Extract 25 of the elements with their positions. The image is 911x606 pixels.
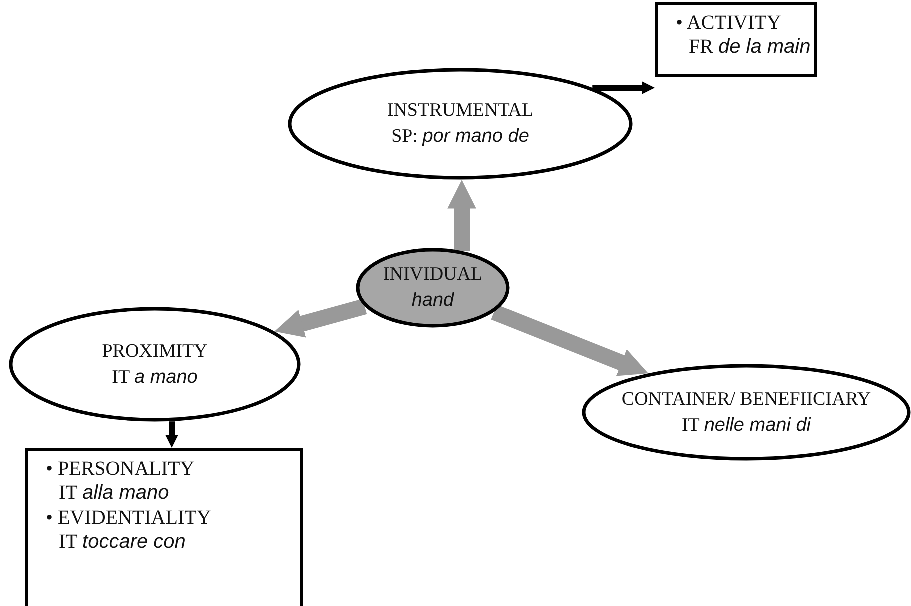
example-text: IT toccare con [58,530,186,555]
example-text: IT alla mano [58,481,170,506]
concept-ellipse [288,68,633,180]
concept-label: PROXIMITY [102,340,208,364]
bullet-item: • EVIDENTIALITY [46,506,212,530]
bullet-item: • ACTIVITY [676,11,782,36]
bullet-item: • PERSONALITY [46,457,195,482]
example-text: FR de la main [688,35,811,60]
concept-ellipse [9,307,301,422]
concept-ellipse [582,364,911,461]
example-text: IT nelle mani di [682,414,811,438]
concept-label: CONTAINER/ BENEFIICIARY [622,388,872,412]
arrow [448,180,476,251]
example-text: IT a mano [112,366,198,390]
example-text: SP: por mano de [392,125,530,149]
example-text: hand [412,289,454,313]
concept-label: INIVIDUAL [383,263,483,288]
arrow [491,304,648,376]
arrow [165,422,179,448]
concept-ellipse [356,248,510,328]
arrow [274,299,368,338]
note-box [655,2,817,77]
concept-label: INSTRUMENTAL [387,99,534,124]
note-box [25,448,303,606]
arrow [592,81,655,95]
